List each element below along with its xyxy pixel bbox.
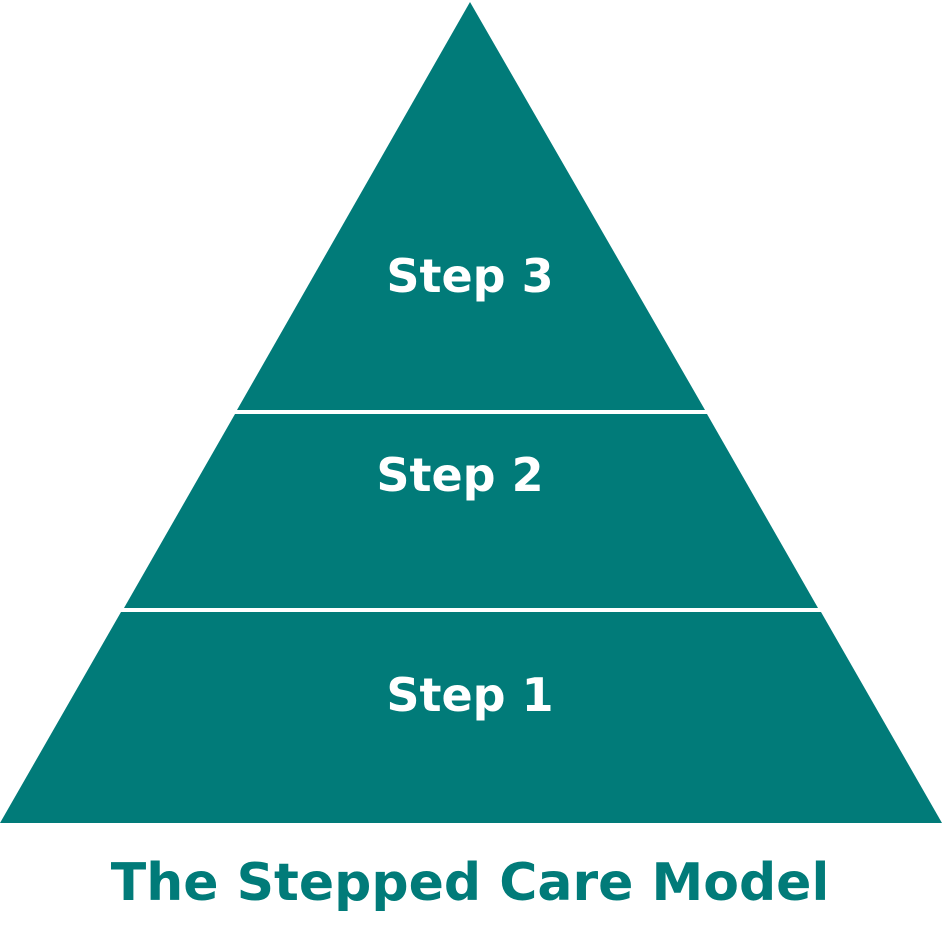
tier-label-step-1: Step 1	[386, 668, 553, 722]
tier-label-step-3: Step 3	[386, 249, 553, 303]
pyramid-tier-step-3	[237, 2, 705, 410]
pyramid-tier-step-2	[124, 414, 818, 608]
pyramid-tier-step-1	[0, 612, 942, 823]
tier-label-step-2: Step 2	[376, 448, 543, 502]
diagram-caption: The Stepped Care Model	[111, 853, 830, 913]
